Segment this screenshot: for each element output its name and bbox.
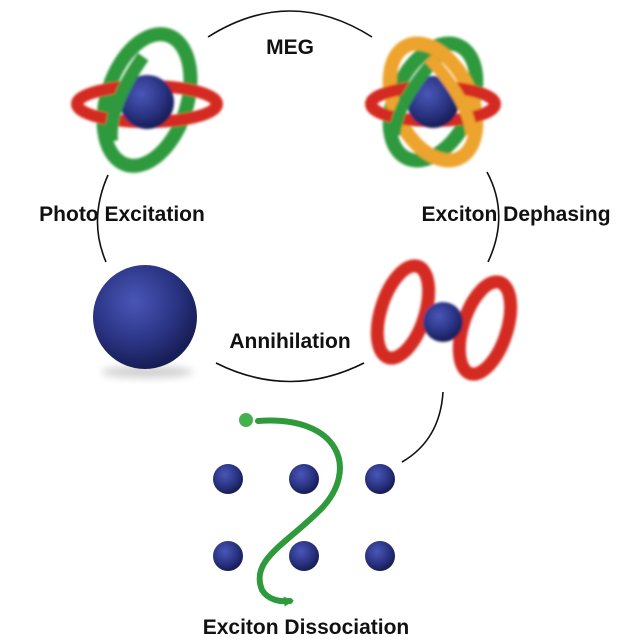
label-exciton-dissociation: Exciton Dissociation: [203, 616, 410, 639]
label-exciton-dephasing: Exciton Dephasing: [421, 203, 610, 226]
arc-dissociation: [401, 391, 444, 463]
arc-exciton-dephasing: [486, 171, 500, 263]
electron-path-arrow: [239, 413, 343, 607]
arc-meg: [207, 10, 373, 38]
dissociation-lattice: [213, 464, 395, 571]
arc-annihilation: [215, 362, 365, 383]
label-annihilation: Annihilation: [229, 330, 350, 353]
label-photo-excitation: Photo Excitation: [39, 203, 205, 226]
excited-exciton-two-rings: [71, 27, 223, 173]
ground-state-sphere: [93, 265, 197, 378]
dephased-exciton-rings: [370, 259, 518, 381]
meg-exciton-three-rings: [365, 36, 501, 168]
arc-photo-excitation: [96, 174, 109, 263]
label-meg: MEG: [266, 36, 314, 59]
